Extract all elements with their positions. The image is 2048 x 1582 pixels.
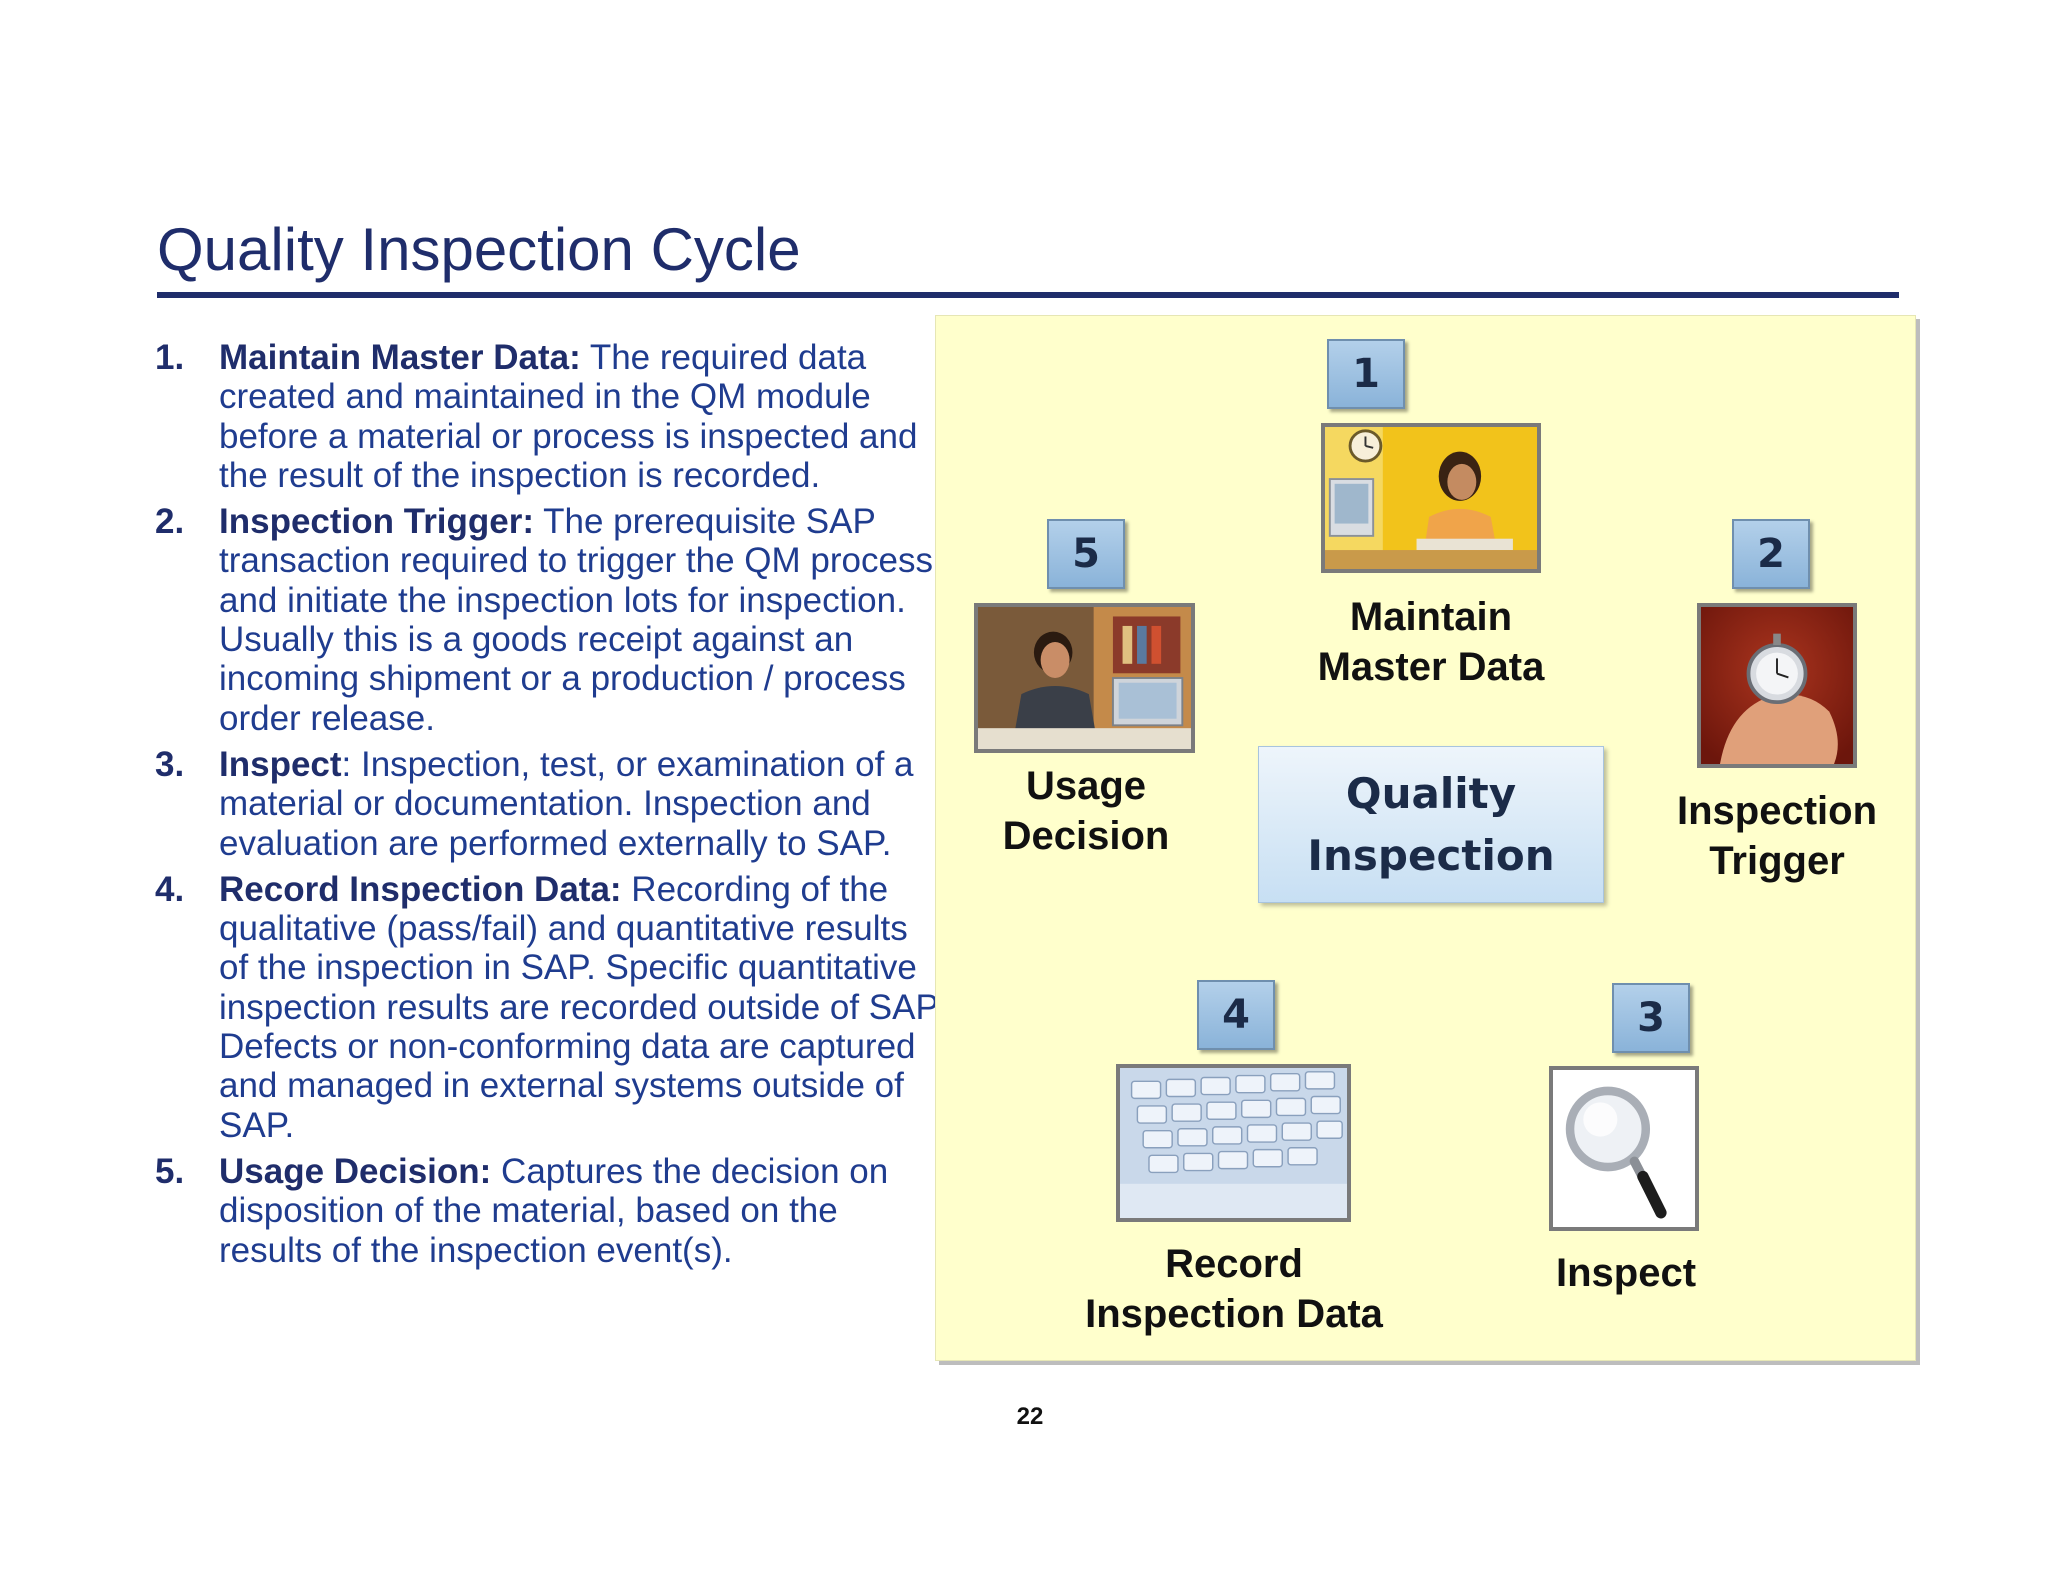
node-label-maintain-master-data: Maintain Master Data [1281, 592, 1581, 692]
quality-inspection-center-box: Quality Inspection [1258, 746, 1604, 903]
step-term: Inspect [219, 744, 342, 784]
step-number: 2. [155, 502, 185, 542]
steps-list: 1. Maintain Master Data: The required da… [155, 338, 945, 1277]
step-number: 5. [155, 1151, 185, 1191]
stopwatch-in-hand-image [1697, 603, 1857, 768]
step-term: Maintain Master Data: [219, 338, 581, 377]
node-label-usage-decision: Usage Decision [946, 761, 1226, 861]
step-number: 1. [155, 338, 185, 377]
node-label-record-inspection-data: Record Inspection Data [1056, 1239, 1412, 1339]
page-number: 22 [1016, 1403, 1044, 1430]
step-item-1: 1. Maintain Master Data: The required da… [155, 338, 945, 495]
label-line: Maintain [1349, 595, 1513, 639]
step-item-2: 2. Inspection Trigger: The prerequisite … [155, 502, 945, 738]
node-label-inspection-trigger: Inspection Trigger [1622, 786, 1932, 886]
label-line: Master Data [1317, 645, 1545, 689]
woman-at-computer-image [1321, 423, 1541, 573]
node-label-inspect: Inspect [1496, 1248, 1756, 1298]
step-description: Captures the decision on disposition of … [219, 1151, 889, 1270]
magnifying-glass-image [1549, 1066, 1699, 1231]
step-description: : Inspection, test, or examination of a … [219, 744, 914, 863]
step-description: The required data created and maintained… [219, 338, 918, 495]
cycle-diagram-panel: 1 Maintain Master Data 2 [935, 315, 1916, 1361]
step-badge-5: 5 [1047, 519, 1125, 589]
slide-title: Quality Inspection Cycle [157, 216, 801, 283]
title-underline [157, 292, 1899, 298]
step-description: Recording of the qualitative (pass/fail)… [219, 869, 945, 1145]
step-item-4: 4. Record Inspection Data: Recording of … [155, 870, 945, 1145]
keyboard-image [1116, 1064, 1351, 1222]
step-badge-1: 1 [1327, 339, 1405, 409]
step-item-5: 5. Usage Decision: Captures the decision… [155, 1152, 945, 1270]
label-line: Decision [1002, 814, 1170, 858]
label-line: Inspection Data [1085, 1292, 1383, 1336]
label-line: Record [1165, 1242, 1303, 1286]
step-badge-2: 2 [1732, 519, 1810, 589]
label-line: Inspect [1555, 1251, 1697, 1295]
label-line: Usage [1025, 764, 1147, 808]
step-badge-4: 4 [1197, 980, 1275, 1050]
step-badge-3: 3 [1612, 983, 1690, 1053]
step-description: The prerequisite SAP transaction require… [219, 502, 933, 738]
step-number: 3. [155, 744, 185, 784]
label-line: Trigger [1709, 839, 1845, 883]
man-at-computer-image [974, 603, 1195, 753]
step-number: 4. [155, 869, 185, 909]
center-label-line: Quality [1345, 768, 1517, 818]
center-label-line: Inspection [1307, 830, 1555, 880]
label-line: Inspection [1676, 789, 1878, 833]
step-term: Record Inspection Data: [219, 869, 622, 909]
step-item-3: 3. Inspect: Inspection, test, or examina… [155, 745, 945, 863]
step-term: Usage Decision: [219, 1151, 492, 1191]
step-term: Inspection Trigger: [219, 502, 535, 542]
